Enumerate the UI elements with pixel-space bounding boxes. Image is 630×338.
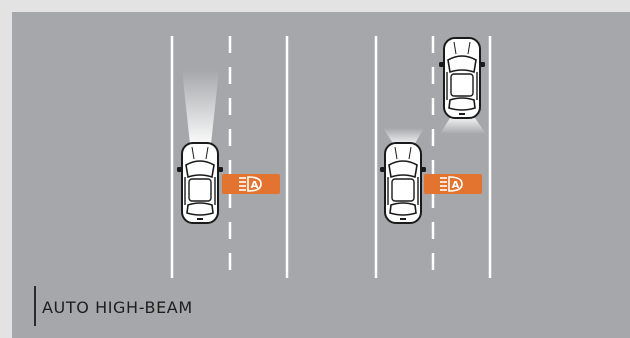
- scene-left: [172, 36, 287, 278]
- high-beam-light: [182, 70, 219, 144]
- own-car-left: [177, 143, 223, 223]
- own-car-right: [380, 143, 426, 223]
- caption-title: AUTO HIGH-BEAM: [42, 298, 193, 317]
- caption-accent-bar: [34, 286, 36, 326]
- rear-light-glow: [440, 118, 486, 134]
- vehicle-ahead: [439, 38, 485, 118]
- scene-right: [376, 36, 490, 278]
